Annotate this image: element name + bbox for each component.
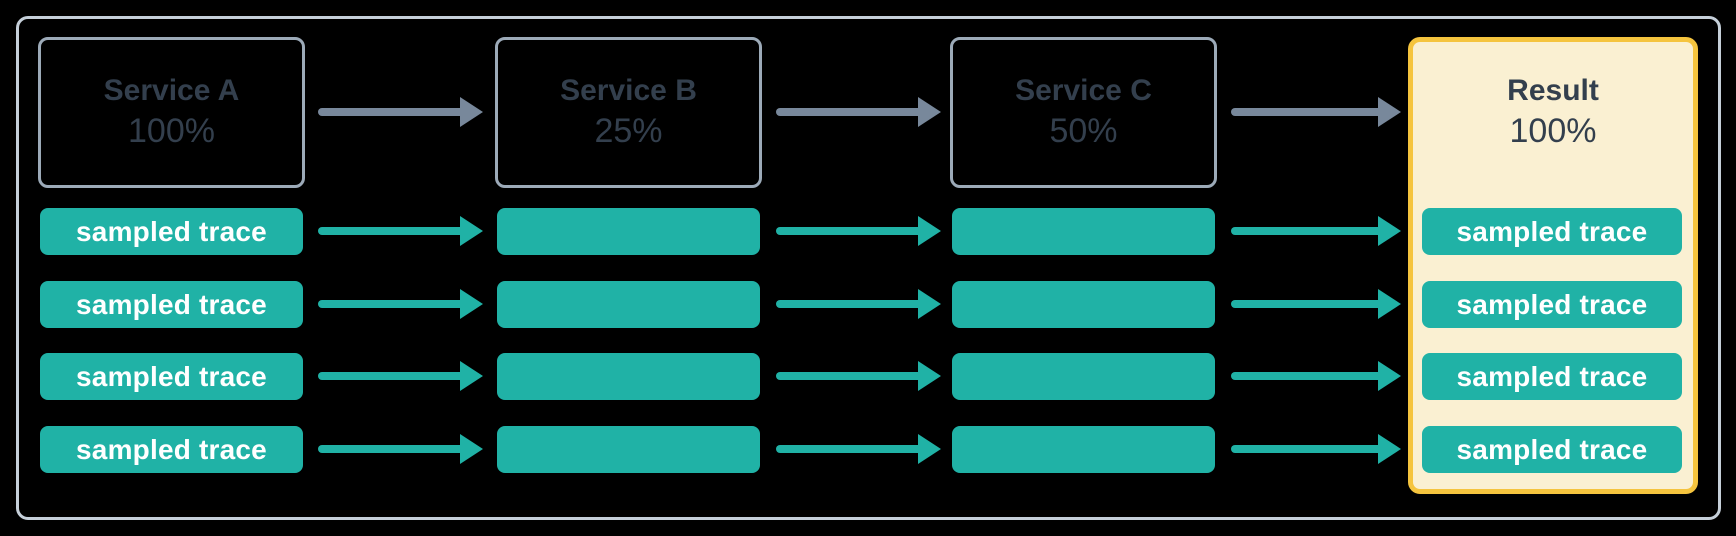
trace-arrow-icon [776, 289, 941, 319]
arrow-shaft [1231, 372, 1384, 380]
sampled-trace-label: sampled trace [1456, 215, 1648, 247]
trace-bar [952, 426, 1215, 473]
sampled-trace-label: sampled trace [76, 288, 267, 320]
arrow-head [918, 97, 941, 127]
service-c-sample-rate: 50% [1049, 112, 1118, 151]
sampled-trace-bar: sampled trace [1422, 353, 1682, 400]
sampled-trace-bar: sampled trace [40, 426, 303, 473]
trace-arrow-icon [1231, 434, 1401, 464]
arrow-head [460, 434, 483, 464]
service-c-title: Service C [1015, 74, 1152, 108]
trace-bar [497, 208, 760, 255]
sampled-trace-label: sampled trace [76, 433, 267, 465]
arrow-shaft [1231, 108, 1384, 116]
arrow-shaft [318, 372, 466, 380]
trace-arrow-icon [776, 216, 941, 246]
trace-arrow-icon [318, 289, 483, 319]
trace-arrow-icon [776, 361, 941, 391]
result-header: Result 100% [1408, 37, 1698, 188]
arrow-shaft [1231, 445, 1384, 453]
arrow-shaft [776, 108, 924, 116]
service-c-box: Service C 50% [950, 37, 1217, 188]
arrow-head [918, 289, 941, 319]
trace-arrow-icon [1231, 216, 1401, 246]
trace-arrow-icon [318, 434, 483, 464]
service-a-sample-rate: 100% [128, 112, 215, 151]
service-a-box: Service A 100% [38, 37, 305, 188]
sampled-trace-bar: sampled trace [1422, 208, 1682, 255]
arrow-shaft [318, 108, 466, 116]
service-a-title: Service A [103, 74, 240, 108]
sampled-trace-bar: sampled trace [1422, 426, 1682, 473]
arrow-shaft [318, 227, 466, 235]
result-title: Result [1507, 74, 1599, 108]
trace-arrow-icon [1231, 361, 1401, 391]
flow-arrow-a-to-b-icon [318, 97, 483, 127]
sampled-trace-bar: sampled trace [40, 208, 303, 255]
service-b-sample-rate: 25% [594, 112, 663, 151]
arrow-head [460, 97, 483, 127]
sampled-trace-label: sampled trace [76, 360, 267, 392]
sampled-trace-label: sampled trace [76, 215, 267, 247]
trace-bar [497, 353, 760, 400]
trace-arrow-icon [318, 361, 483, 391]
arrow-shaft [318, 445, 466, 453]
trace-bar [952, 353, 1215, 400]
trace-arrow-icon [1231, 289, 1401, 319]
arrow-head [1378, 289, 1401, 319]
sampled-trace-bar: sampled trace [40, 281, 303, 328]
result-box [1408, 37, 1698, 494]
arrow-head [460, 289, 483, 319]
sampled-trace-label: sampled trace [1456, 433, 1648, 465]
trace-bar [952, 281, 1215, 328]
arrow-shaft [1231, 300, 1384, 308]
trace-bar [497, 281, 760, 328]
arrow-head [1378, 361, 1401, 391]
sampled-trace-bar: sampled trace [40, 353, 303, 400]
arrow-head [1378, 97, 1401, 127]
service-b-title: Service B [560, 74, 697, 108]
trace-bar [497, 426, 760, 473]
arrow-head [1378, 216, 1401, 246]
arrow-head [918, 216, 941, 246]
arrow-shaft [776, 372, 924, 380]
arrow-head [1378, 434, 1401, 464]
trace-bar [952, 208, 1215, 255]
arrow-shaft [776, 445, 924, 453]
arrow-shaft [318, 300, 466, 308]
service-b-box: Service B 25% [495, 37, 762, 188]
sampled-trace-bar: sampled trace [1422, 281, 1682, 328]
arrow-shaft [776, 227, 924, 235]
arrow-head [460, 216, 483, 246]
arrow-head [918, 434, 941, 464]
diagram-frame [16, 16, 1721, 520]
result-sample-rate: 100% [1509, 112, 1597, 151]
trace-arrow-icon [318, 216, 483, 246]
arrow-head [918, 361, 941, 391]
sampled-trace-label: sampled trace [1456, 288, 1648, 320]
flow-arrow-c-to-result-icon [1231, 97, 1401, 127]
sampled-trace-label: sampled trace [1456, 360, 1648, 392]
arrow-shaft [1231, 227, 1384, 235]
arrow-head [460, 361, 483, 391]
arrow-shaft [776, 300, 924, 308]
flow-arrow-b-to-c-icon [776, 97, 941, 127]
trace-arrow-icon [776, 434, 941, 464]
